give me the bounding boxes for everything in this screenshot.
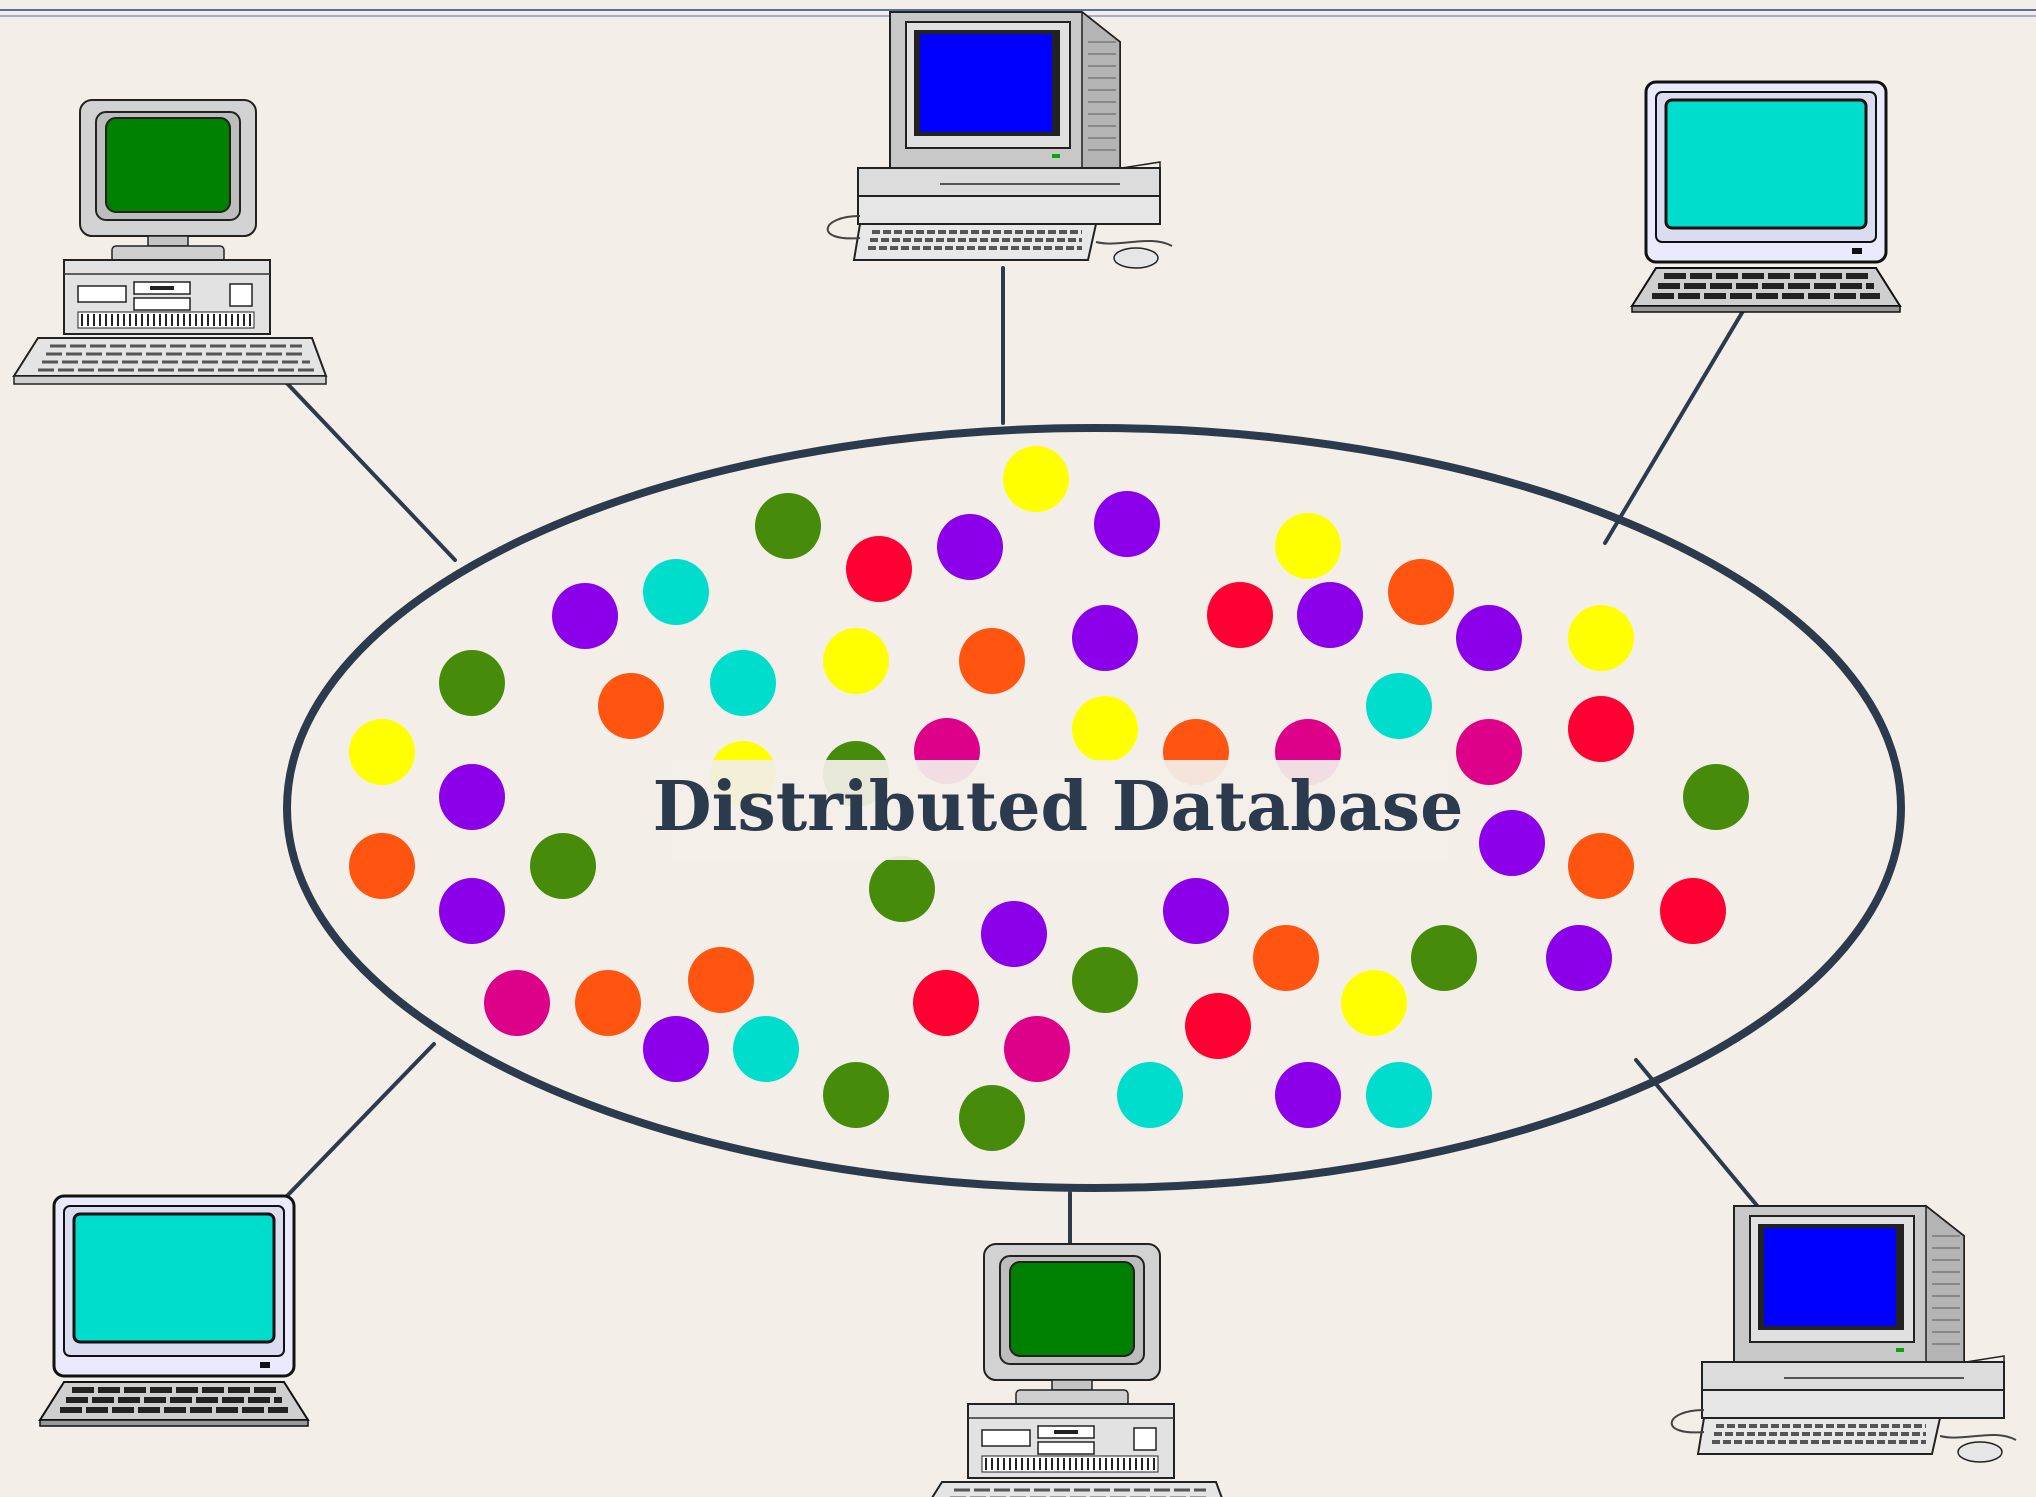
data-dot <box>710 650 776 716</box>
data-dot <box>959 1085 1025 1151</box>
data-dot <box>1094 491 1160 557</box>
data-dot <box>1072 947 1138 1013</box>
computers <box>12 10 2018 1497</box>
data-dot <box>552 583 618 649</box>
data-dot <box>1568 833 1634 899</box>
data-dot <box>823 1062 889 1128</box>
title-backdrop <box>668 760 1448 860</box>
link-top-right <box>1603 304 1748 545</box>
data-dot <box>846 536 912 602</box>
data-dot <box>1275 1062 1341 1128</box>
computer-top-left <box>12 98 328 386</box>
data-dot <box>439 878 505 944</box>
data-dot <box>349 833 415 899</box>
computer-top-right-icon <box>1632 82 1900 312</box>
computer-top-center <box>825 10 1174 270</box>
data-dot <box>1660 878 1726 944</box>
data-dot <box>959 628 1025 694</box>
connection-lines <box>260 266 1776 1248</box>
data-dot <box>1163 878 1229 944</box>
data-dot <box>1546 925 1612 991</box>
computer-top-right <box>1632 82 1900 312</box>
data-dot <box>484 970 550 1036</box>
link-bottom-right <box>1634 1058 1776 1228</box>
data-dot <box>1297 582 1363 648</box>
data-dot <box>1479 810 1545 876</box>
data-dot <box>1275 513 1341 579</box>
computer-bottom-left-icon <box>40 1196 308 1426</box>
link-top-left <box>260 355 457 562</box>
database-ellipse <box>283 424 1905 1192</box>
data-dot <box>349 719 415 785</box>
computer-top-center-icon <box>825 10 1174 270</box>
computer-bottom-center <box>916 1242 1232 1497</box>
data-dot <box>1253 925 1319 991</box>
computer-bottom-center-icon <box>916 1242 1232 1497</box>
data-dot <box>439 650 505 716</box>
data-dot <box>1683 764 1749 830</box>
data-dot <box>1388 559 1454 625</box>
link-bottom-left <box>284 1042 436 1199</box>
data-dot <box>1568 605 1634 671</box>
data-dot <box>1207 582 1273 648</box>
data-dot <box>598 673 664 739</box>
data-dot <box>575 970 641 1036</box>
data-dot <box>937 514 1003 580</box>
data-dot <box>913 970 979 1036</box>
computer-bottom-right <box>1669 1204 2018 1464</box>
data-dot <box>1366 673 1432 739</box>
data-dot <box>1072 696 1138 762</box>
data-dot <box>688 947 754 1013</box>
data-dot <box>1004 1016 1070 1082</box>
data-dot <box>1456 719 1522 785</box>
computer-bottom-right-icon <box>1669 1204 2018 1464</box>
data-dot <box>643 559 709 625</box>
data-dot <box>1568 696 1634 762</box>
data-dot <box>643 1016 709 1082</box>
computer-bottom-left <box>40 1196 308 1426</box>
data-dot <box>869 856 935 922</box>
data-dot <box>1366 1062 1432 1128</box>
data-dot <box>1341 970 1407 1036</box>
data-dot <box>733 1016 799 1082</box>
data-dot <box>755 493 821 559</box>
diagram-title: Distributed Database <box>653 767 1464 847</box>
data-dot <box>1117 1062 1183 1128</box>
data-dots <box>349 446 1749 1151</box>
data-dot <box>530 833 596 899</box>
data-dot <box>823 628 889 694</box>
data-dot <box>1456 605 1522 671</box>
data-dot <box>439 764 505 830</box>
data-dot <box>1072 605 1138 671</box>
data-dot <box>1003 446 1069 512</box>
data-dot <box>981 901 1047 967</box>
data-dot <box>1185 993 1251 1059</box>
data-dot <box>1411 925 1477 991</box>
computer-top-left-icon <box>12 98 328 386</box>
